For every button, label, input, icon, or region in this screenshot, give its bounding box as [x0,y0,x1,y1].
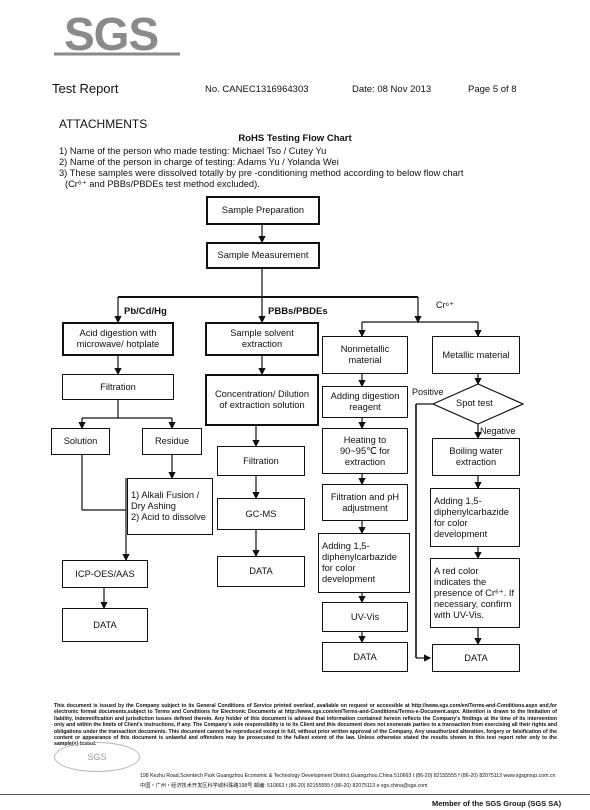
report-title: Test Report [52,81,119,96]
boiling-water-box: Boiling water extraction [432,438,520,476]
note-3: 3) These samples were dissolved totally … [59,168,464,178]
sample-preparation-box: Sample Preparation [206,196,320,225]
gc-ms-box: GC-MS [217,498,305,530]
company-stamp: SGS [54,742,140,772]
stamp-text: SGS [87,752,107,762]
flow-connectors [78,225,525,662]
note-4: (Cr⁶⁺ and PBBs/PBDEs test method exclude… [65,179,260,189]
page-number: Page 5 of 8 [468,84,517,95]
icp-oes-aas-box: ICP-OES/AAS [62,560,148,588]
branch-cr-label: Cr⁶⁺ [436,300,454,310]
solution-box: Solution [51,428,110,455]
negative-label: Negative [480,426,516,436]
uv-vis-box: UV-Vis [322,602,408,632]
data-box-2: DATA [217,556,305,587]
report-date: Date: 08 Nov 2013 [352,84,432,95]
report-number: No. CANEC1316964303 [205,84,309,95]
note-1: 1) Name of the person who made testing: … [59,146,327,156]
red-color-box: A red color indicates the presence of Cr… [430,558,520,628]
flow-chart-title: RoHS Testing Flow Chart [238,133,352,144]
acid-digestion-box: Acid digestion with microwave/ hotplate [62,322,174,356]
sgs-logo: SGS [54,8,180,60]
notes: 1) Name of the person who made testing: … [59,146,463,190]
data-box-3: DATA [322,642,408,672]
solvent-extraction-box: Sample solvent extraction [205,322,319,356]
footer-address-en: 198 Kezhu Road,Scientech Park Guangzhou … [140,773,556,779]
nonmetallic-box: Nonmetallic material [322,336,408,374]
metallic-box: Metallic material [432,336,520,374]
note-2: 2) Name of the person in charge of testi… [59,157,339,167]
data-box-4: DATA [432,644,520,672]
branch-pb-label: Pb/Cd/Hg [124,306,167,317]
footer-disclaimer: This document is issued by the Company s… [54,703,557,748]
positive-label: Positive [412,387,444,397]
section-title: ATTACHMENTS [59,117,148,131]
adding-dpc-box-1: Adding 1,5-diphenylcarbazide for color d… [318,533,410,593]
alkali-fusion-box: 1) Alkali Fusion / Dry Ashing 2) Acid to… [127,478,213,535]
sample-measurement-box: Sample Measurement [206,242,320,269]
concentration-box: Concentration/ Dilution of extraction so… [205,374,319,426]
branch-pbb-label: PBBs/PBDEs [268,306,328,317]
spot-test-label: Spot test [456,398,493,408]
filtration-box-1: Filtration [62,374,174,400]
data-box-1: DATA [62,608,148,642]
footer-address-cn: 中国・广州・经济技术开发区科学城科珠路198号 邮编: 510663 t (86… [140,783,428,789]
member-note: Member of the SGS Group (SGS SA) [432,799,562,808]
svg-text:SGS: SGS [64,10,158,58]
footer-rule [0,794,590,795]
residue-box: Residue [142,428,202,455]
adding-dpc-box-2: Adding 1,5-diphenylcarbazide for color d… [430,488,520,547]
adding-digestion-box: Adding digestion reagent [322,386,408,418]
filtration-box-2: Filtration [217,446,305,476]
filtration-ph-box: Filtration and pH adjustment [322,484,408,521]
heating-box: Heating to 90~95℃ for extraction [322,428,408,474]
